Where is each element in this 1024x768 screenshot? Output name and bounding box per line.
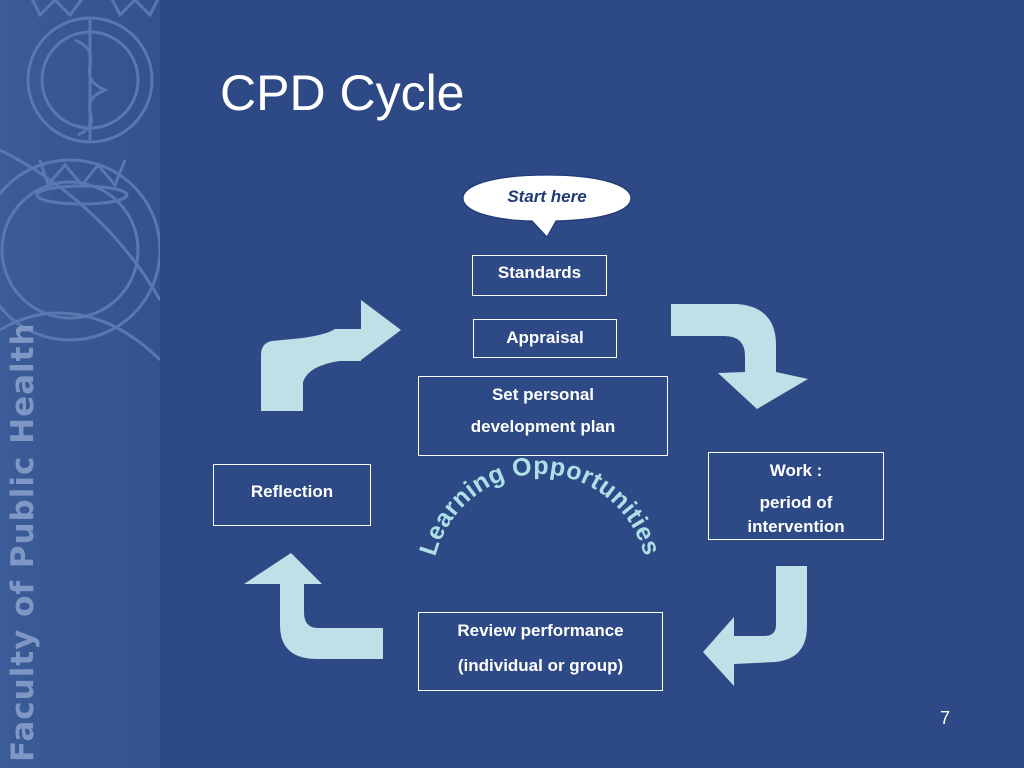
work-line1: Work : [769, 461, 823, 480]
development-plan-line1: Set personal [491, 385, 595, 404]
sidebar: Faculty of Public Health [0, 0, 160, 768]
review-line1: Review performance [457, 621, 624, 640]
work-line2: period of [759, 493, 833, 512]
review-performance-box: Review performance (individual or group) [418, 612, 663, 691]
curved-arrow-icon [244, 553, 383, 659]
start-here-label: Start here [507, 187, 587, 206]
development-plan-box: Set personal development plan [418, 376, 668, 456]
appraisal-label: Appraisal [506, 328, 584, 347]
reflection-box: Reflection [213, 464, 371, 526]
curved-arrow-icon [671, 304, 808, 409]
work-box: Work : period of intervention [708, 452, 884, 540]
curved-arrow-icon [703, 566, 807, 686]
review-line2: (individual or group) [457, 656, 624, 675]
curved-arrow-icon [261, 300, 401, 411]
standards-label: Standards [497, 263, 582, 282]
learning-opportunities-label: Learning Opportunities [414, 452, 666, 559]
reflection-label: Reflection [250, 482, 334, 501]
start-bubble [462, 174, 632, 239]
slide-title: CPD Cycle [220, 65, 465, 121]
development-plan-line2: development plan [470, 417, 616, 436]
appraisal-box: Appraisal [473, 319, 617, 358]
page-number: 7 [940, 708, 951, 728]
caduceus-crown-crest-icon [0, 0, 160, 362]
work-line3: intervention [747, 517, 845, 536]
standards-box: Standards [472, 255, 607, 296]
